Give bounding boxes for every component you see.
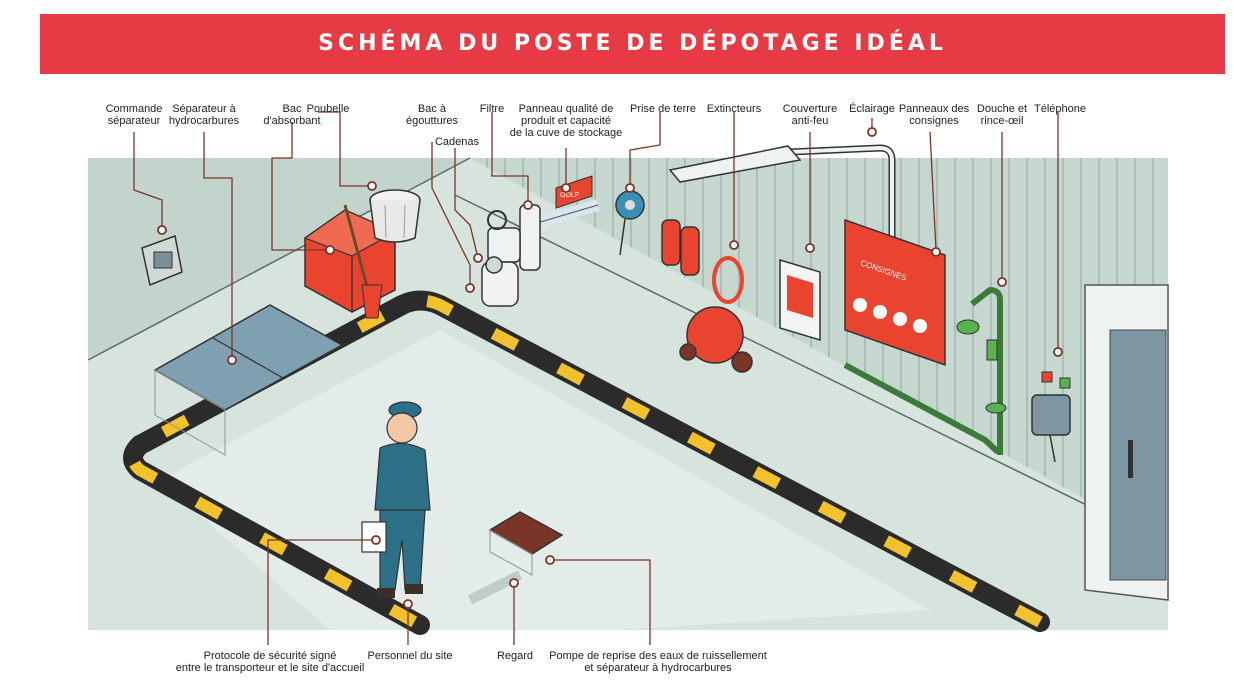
door — [1084, 284, 1169, 601]
label-prise-de-terre: Prise de terre — [629, 103, 697, 115]
label-eclairage: Éclairage — [849, 103, 895, 115]
label-personnel-site: Personnel du site — [367, 650, 453, 662]
marker-dots — [157, 127, 1063, 609]
product-quality-sign: GOLF — [555, 175, 593, 209]
label-commande-separateur: Commande séparateur — [105, 103, 163, 127]
title-banner: SCHÉMA DU POSTE DE DÉPOTAGE IDÉAL — [40, 14, 1225, 74]
label-douche-rince-oeil: Douche et rince-œil — [976, 103, 1028, 127]
absorbent-bin — [303, 204, 397, 319]
label-extincteurs: Extincteurs — [706, 103, 762, 115]
label-filtre: Filtre — [479, 103, 505, 115]
telephone-unit — [1031, 371, 1071, 463]
fire-blanket — [779, 258, 821, 342]
label-pompe-reprise: Pompe de reprise des eaux de ruisselleme… — [549, 650, 767, 674]
floor-highlight — [160, 330, 930, 630]
label-panneaux-consignes: Panneaux des consignes — [898, 103, 970, 127]
quality-sign-text: GOLF — [560, 192, 579, 199]
label-protocole-securite: Protocole de sécurité signé entre le tra… — [175, 650, 365, 674]
label-bac-egouttures: Bac à égouttures — [406, 103, 458, 127]
instructions-sign: CONSIGNES — [844, 218, 946, 367]
filter-pipework — [481, 199, 600, 307]
leader-lines — [133, 111, 1059, 645]
trash-bin — [369, 189, 421, 243]
label-cadenas: Cadenas — [434, 136, 480, 148]
label-separateur-hydrocarbures: Séparateur à hydrocarbures — [168, 103, 240, 127]
label-couverture-anti-feu: Couverture anti-feu — [782, 103, 838, 127]
label-panneau-qualite: Panneau qualité de produit et capacité d… — [509, 103, 623, 139]
separator-control-box — [141, 234, 183, 287]
fire-extinguishers — [661, 219, 753, 373]
label-poubelle: Poubelle — [306, 103, 350, 115]
site-worker — [361, 401, 431, 598]
label-bac-absorbant: Bac d'absorbant — [263, 103, 321, 127]
label-telephone: Téléphone — [1034, 103, 1086, 115]
label-regard: Regard — [496, 650, 534, 662]
page-title: SCHÉMA DU POSTE DE DÉPOTAGE IDÉAL — [318, 31, 947, 56]
overhead-light — [668, 144, 896, 238]
safety-shower — [843, 286, 1007, 455]
